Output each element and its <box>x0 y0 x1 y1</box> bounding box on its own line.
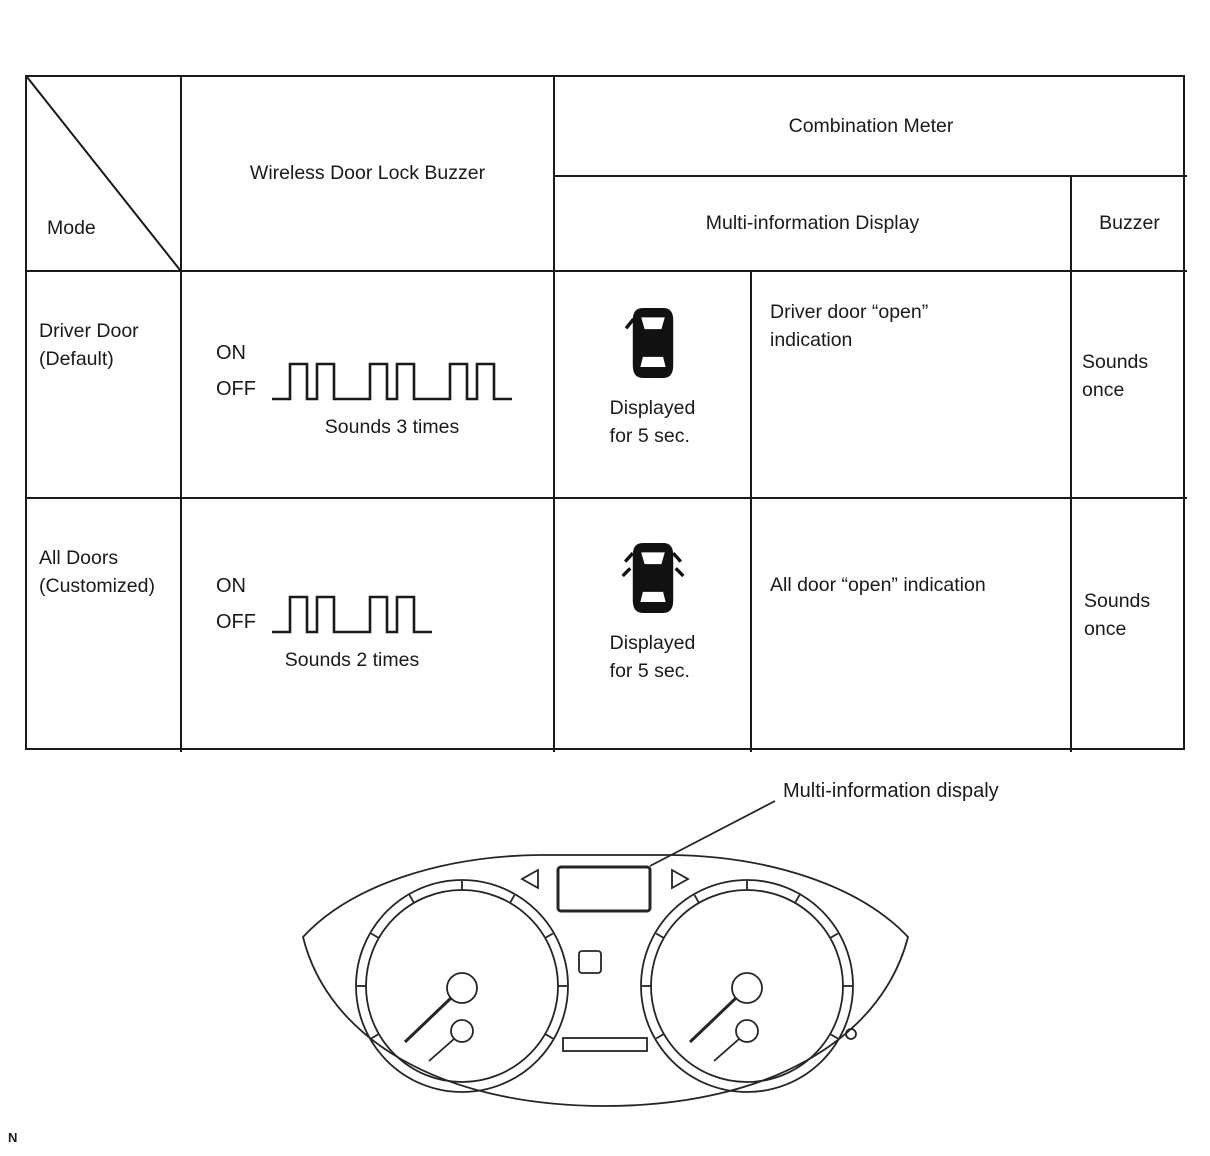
page-marker: N <box>8 1130 18 1145</box>
mode-header-cell: Mode <box>27 77 182 272</box>
row-all-doors-waveform-cell: ON OFF Sounds 2 times <box>182 499 555 752</box>
driver-door-open-indicator-icon <box>624 308 673 378</box>
multi-information-display-header-label: Multi-information Display <box>705 212 920 234</box>
pointer-line <box>649 800 776 867</box>
multi-information-display-header-cell: Multi-information Display <box>555 177 1072 272</box>
buzzer-pulse-waveform <box>272 362 512 401</box>
on-off-labels: ON OFF <box>216 575 256 634</box>
right-gauge-needle <box>688 996 738 1044</box>
cluster-housing-outline <box>302 854 909 1107</box>
left-gauge-needle <box>403 996 453 1044</box>
right-gauge <box>640 879 854 1093</box>
left-gauge-ticks <box>357 881 567 1040</box>
right-turn-signal-arrow-icon <box>671 868 690 890</box>
combination-meter-header-label: Combination Meter <box>788 114 954 137</box>
on-off-labels: ON OFF <box>216 342 256 401</box>
buzzer-mode-table: Mode Wireless Door Lock Buzzer Combinati… <box>25 75 1187 752</box>
left-turn-signal-arrow-icon <box>520 868 539 890</box>
row-all-doors-indication-cell: All door “open” indication <box>752 499 1072 752</box>
knob-circle <box>845 1028 857 1040</box>
row-driver-door-mode-cell: Driver Door(Default) <box>27 272 182 499</box>
multi-information-display-outline <box>556 865 652 913</box>
lower-display-bar <box>562 1037 648 1052</box>
on-label: ON <box>216 342 246 364</box>
sounds-caption: Sounds 3 times <box>324 416 460 438</box>
row-driver-door-indication-cell: Driver door “open”indication <box>752 272 1072 499</box>
buzzer-waveform: ON OFF Sounds 2 times <box>212 575 553 672</box>
row-all-doors-mode-cell: All Doors(Customized) <box>27 499 182 752</box>
wireless-buzzer-header-label: Wireless Door Lock Buzzer <box>249 162 486 184</box>
row-driver-door-waveform-cell: ON OFF Sounds 3 times <box>182 272 555 499</box>
wireless-buzzer-header-cell: Wireless Door Lock Buzzer <box>182 77 555 272</box>
buzzer-header-cell: Buzzer <box>1072 177 1187 272</box>
buzzer-pulse-waveform <box>272 595 432 634</box>
buzzer-header-label: Buzzer <box>1099 212 1160 234</box>
on-label: ON <box>216 575 246 597</box>
off-label: OFF <box>216 611 256 633</box>
combination-meter-illustration <box>302 800 909 1107</box>
sounds-caption: Sounds 2 times <box>284 649 420 671</box>
combination-meter-header-cell: Combination Meter <box>555 77 1187 177</box>
center-button-outline <box>578 950 602 974</box>
all-doors-open-indicator-icon <box>620 543 685 613</box>
right-gauge-ticks <box>642 881 852 1040</box>
left-gauge <box>355 879 569 1093</box>
mode-header-label: Mode <box>47 217 96 239</box>
multi-information-display-label: Multi-information dispaly <box>783 780 999 802</box>
buzzer-waveform: ON OFF Sounds 3 times <box>212 342 553 439</box>
off-label: OFF <box>216 378 256 400</box>
diagonal-divider <box>27 77 180 270</box>
